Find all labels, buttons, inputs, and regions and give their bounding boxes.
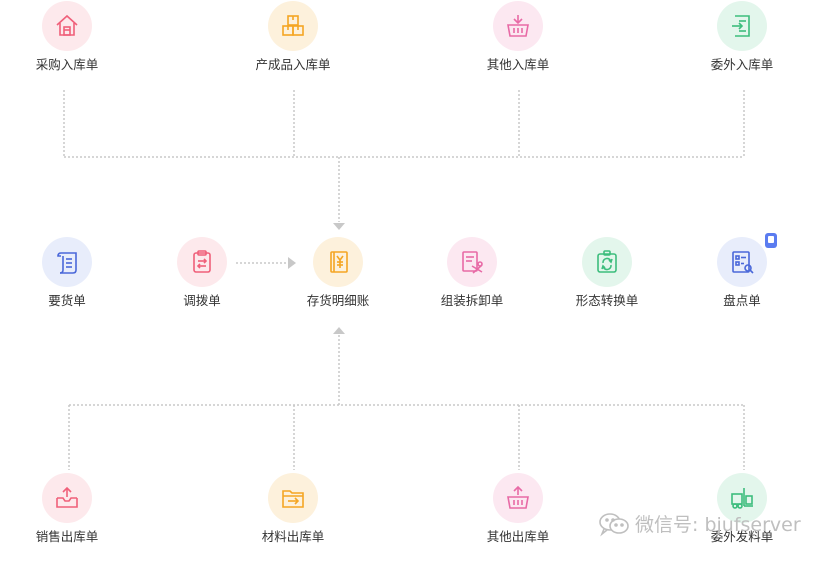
basket-out-icon (507, 485, 529, 509)
node-requisition[interactable]: 要货单 (7, 237, 127, 309)
node-sales-outbound[interactable]: 销售出库单 (7, 473, 127, 545)
node-outsourced-inbound[interactable]: 委外入库单 (682, 1, 802, 73)
boxes-icon (282, 15, 304, 36)
node-label: 形态转换单 (575, 293, 639, 308)
node-transfer-badge (177, 237, 227, 287)
node-form-conversion[interactable]: 形态转换单 (547, 237, 667, 309)
warehouse-house-icon (56, 14, 78, 36)
node-finished-goods-inbound-badge (268, 1, 318, 51)
node-outsourced-inbound-badge (717, 1, 767, 51)
node-label: 要货单 (48, 293, 86, 308)
node-label: 产成品入库单 (255, 57, 331, 72)
node-inventory-ledger[interactable]: 存货明细账 (278, 237, 398, 309)
wechat-icon (599, 512, 629, 537)
ledger-yen-icon (330, 251, 348, 273)
node-label: 其他入库单 (486, 57, 550, 72)
node-form-conversion-badge (582, 237, 632, 287)
node-purchase-inbound-badge (42, 1, 92, 51)
node-other-inbound-badge (493, 1, 543, 51)
node-stocktaking[interactable]: 盘点单 (682, 237, 802, 309)
tray-out-icon (56, 486, 78, 508)
node-assembly-disassembly-badge (447, 237, 497, 287)
conversion-document-icon (597, 250, 617, 273)
node-material-outbound-badge (268, 473, 318, 523)
node-stocktaking-badge (717, 237, 767, 287)
wechat-watermark: 微信号: bjufserver (597, 510, 801, 537)
arrow-up-icon (333, 327, 345, 334)
node-label: 委外入库单 (710, 57, 774, 72)
clipboard-transfer-icon (193, 250, 211, 273)
node-inventory-ledger-badge (313, 237, 363, 287)
node-label: 调拨单 (183, 293, 221, 308)
node-other-outbound-badge (493, 473, 543, 523)
node-other-inbound[interactable]: 其他入库单 (458, 1, 578, 73)
node-assembly-disassembly[interactable]: 组装拆卸单 (412, 237, 532, 309)
node-requisition-badge (42, 237, 92, 287)
node-label: 销售出库单 (35, 529, 99, 544)
document-in-icon (732, 15, 750, 37)
mobile-phone-icon (765, 233, 777, 248)
node-transfer[interactable]: 调拨单 (142, 237, 262, 309)
watermark-text: 微信号: bjufserver (635, 514, 801, 536)
node-label: 材料出库单 (261, 529, 325, 544)
node-label: 盘点单 (723, 293, 761, 308)
node-sales-outbound-badge (42, 473, 92, 523)
node-finished-goods-inbound[interactable]: 产成品入库单 (233, 1, 353, 73)
arrow-right-icon (288, 257, 296, 269)
node-label: 其他出库单 (486, 529, 550, 544)
node-outsourced-dispatch[interactable]: 委外发料单 (682, 473, 802, 545)
assembly-document-icon (462, 251, 483, 274)
node-label: 采购入库单 (35, 57, 99, 72)
node-label: 委外发料单 (710, 529, 774, 544)
arrow-down-icon (333, 223, 345, 230)
node-outsourced-dispatch-badge (717, 473, 767, 523)
inventory-count-icon (732, 251, 754, 274)
node-other-outbound[interactable]: 其他出库单 (458, 473, 578, 545)
node-material-outbound[interactable]: 材料出库单 (233, 473, 353, 545)
node-label: 组装拆卸单 (440, 293, 504, 308)
scroll-icon (57, 252, 77, 274)
node-purchase-inbound[interactable]: 采购入库单 (7, 1, 127, 73)
forklift-icon (731, 488, 753, 509)
folder-out-icon (282, 490, 304, 508)
basket-in-icon (507, 15, 529, 37)
node-label: 存货明细账 (306, 293, 370, 308)
